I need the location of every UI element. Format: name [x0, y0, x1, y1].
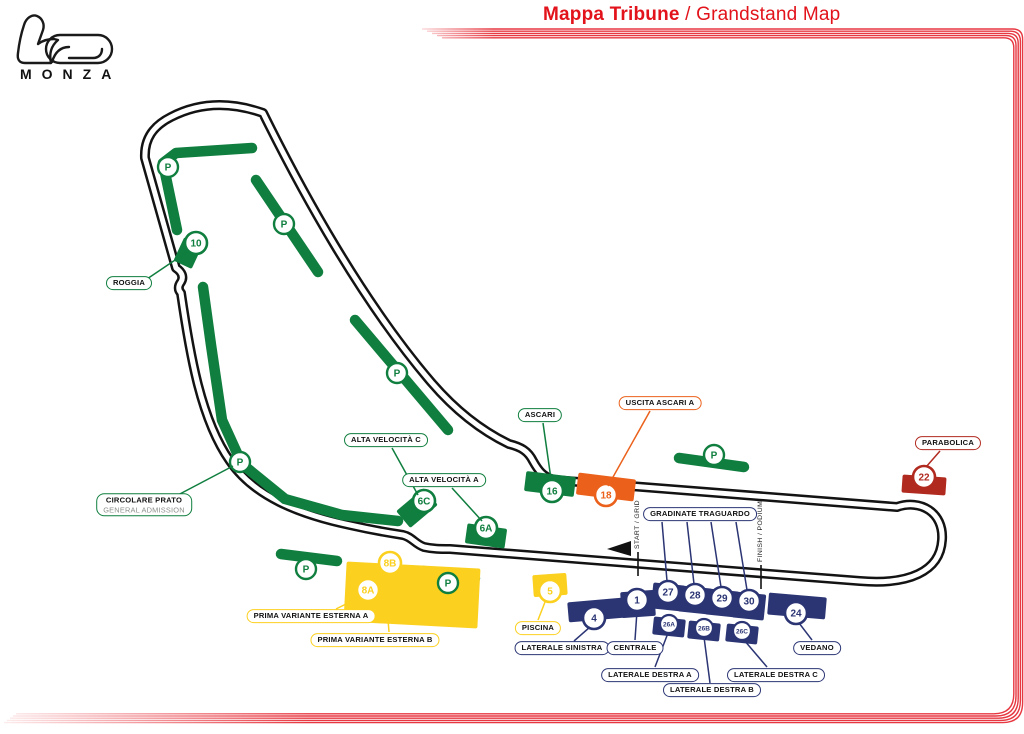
parking-circle — [436, 571, 460, 595]
parking-icon: P — [237, 458, 244, 469]
parking-icon: P — [303, 565, 310, 576]
start-direction-arrow — [607, 541, 631, 556]
leader-line-gradinate-traguardo — [710, 521, 722, 588]
track-outline — [139, 100, 948, 587]
parking-circle — [156, 155, 180, 179]
leader-line-uscita-ascari-a — [607, 410, 651, 487]
stand-number-18: 18 — [600, 491, 612, 502]
monza-logo-track-outline — [16, 14, 114, 65]
leader-line-centrale — [634, 610, 638, 641]
stand-number-29: 29 — [716, 594, 728, 605]
leader-line-prima-variante-esterna-b — [385, 593, 390, 633]
stripe-line — [10, 32, 1019, 719]
stand-number-6C: 6C — [418, 497, 431, 508]
parking-icon: P — [394, 369, 401, 380]
leader-line-prima-variante-esterna-a — [335, 596, 361, 610]
stand-number-24: 24 — [790, 609, 802, 620]
leader-line-parabolica — [925, 450, 941, 468]
leader-line-piscina — [537, 601, 546, 621]
leader-line-laterale-destra-b — [703, 636, 711, 684]
track-centerline — [142, 102, 945, 585]
parking-icon: P — [711, 451, 718, 462]
stand-circle-29 — [709, 585, 735, 611]
leader-line-alta-velocita-a — [451, 487, 483, 522]
stripe-line — [13, 34, 1017, 717]
parking-icon: P — [445, 579, 452, 590]
stripe-line — [7, 30, 1022, 722]
general-admission-strip — [275, 548, 343, 567]
monza-logo-text: MONZA — [20, 66, 122, 82]
leader-line-roggia — [146, 251, 188, 280]
stand-circle-30 — [736, 588, 762, 614]
stand-number-8A: 8A — [362, 586, 375, 597]
stand-number-27: 27 — [662, 588, 674, 599]
stand-number-16: 16 — [546, 487, 558, 498]
parking-icon: P — [165, 163, 172, 174]
leader-line-circolare-prato — [175, 465, 234, 497]
leader-line-alta-velocita-c — [391, 447, 419, 496]
stand-circle-26C — [731, 620, 753, 642]
finish-podium-label: FINISH / PODIUM — [757, 501, 764, 562]
stripe-line — [4, 28, 1024, 724]
stand-number-30: 30 — [743, 597, 755, 608]
stand-number-10: 10 — [190, 239, 202, 250]
stand-circle-6C — [411, 488, 437, 514]
stand-number-1: 1 — [634, 596, 640, 607]
leader-line-laterale-destra-a — [654, 632, 669, 668]
general-admission-strip — [197, 281, 404, 527]
stand-circle-28 — [682, 582, 708, 608]
stand-number-26A: 26A — [663, 621, 675, 628]
parking-circle — [385, 361, 409, 385]
start-grid-label: START / GRID — [634, 500, 641, 549]
stand-circle-18 — [593, 482, 619, 508]
leader-line-gradinate-traguardo — [735, 521, 748, 591]
stand-circle-22 — [911, 464, 937, 490]
leader-line-laterale-destra-c — [743, 639, 768, 668]
page-title: Mappa Tribune / Grandstand Map — [543, 4, 840, 26]
stand-number-26C: 26C — [736, 628, 748, 635]
stand-number-8B: 8B — [384, 559, 397, 570]
stand-number-5: 5 — [547, 587, 553, 598]
leader-line-gradinate-traguardo — [661, 521, 668, 582]
parking-icon: P — [281, 220, 288, 231]
stand-number-22: 22 — [918, 473, 930, 484]
leader-line-ascari — [542, 422, 552, 480]
parking-circle — [228, 450, 252, 474]
leader-line-laterale-sinistra — [573, 626, 591, 642]
page-title-italian: Mappa Tribune — [543, 4, 680, 25]
stand-circle-6A — [473, 515, 499, 541]
leader-line-vedano — [798, 622, 813, 641]
stand-circle-5 — [537, 578, 563, 604]
stand-number-4: 4 — [591, 614, 597, 625]
stripe-fade-bottom — [0, 706, 310, 726]
stand-circle-26A — [658, 613, 680, 635]
leader-line-gradinate-traguardo — [686, 521, 695, 585]
parking-circle — [272, 212, 296, 236]
stand-circle-27 — [655, 579, 681, 605]
stand-number-26B: 26B — [698, 625, 710, 632]
stand-number-6A: 6A — [480, 524, 493, 535]
parking-circle — [702, 443, 726, 467]
parking-circle — [294, 557, 318, 581]
stand-circle-16 — [539, 478, 565, 504]
stand-number-28: 28 — [689, 591, 701, 602]
stand-circle-4 — [581, 605, 607, 631]
stripe-fade-top — [414, 26, 494, 40]
stand-circle-8B — [377, 550, 403, 576]
stripe-line — [16, 37, 1015, 715]
stand-circle-10 — [183, 230, 209, 256]
stand-circle-8A — [355, 577, 381, 603]
stand-circle-24 — [783, 600, 809, 626]
page-title-english: / Grandstand Map — [685, 4, 841, 25]
